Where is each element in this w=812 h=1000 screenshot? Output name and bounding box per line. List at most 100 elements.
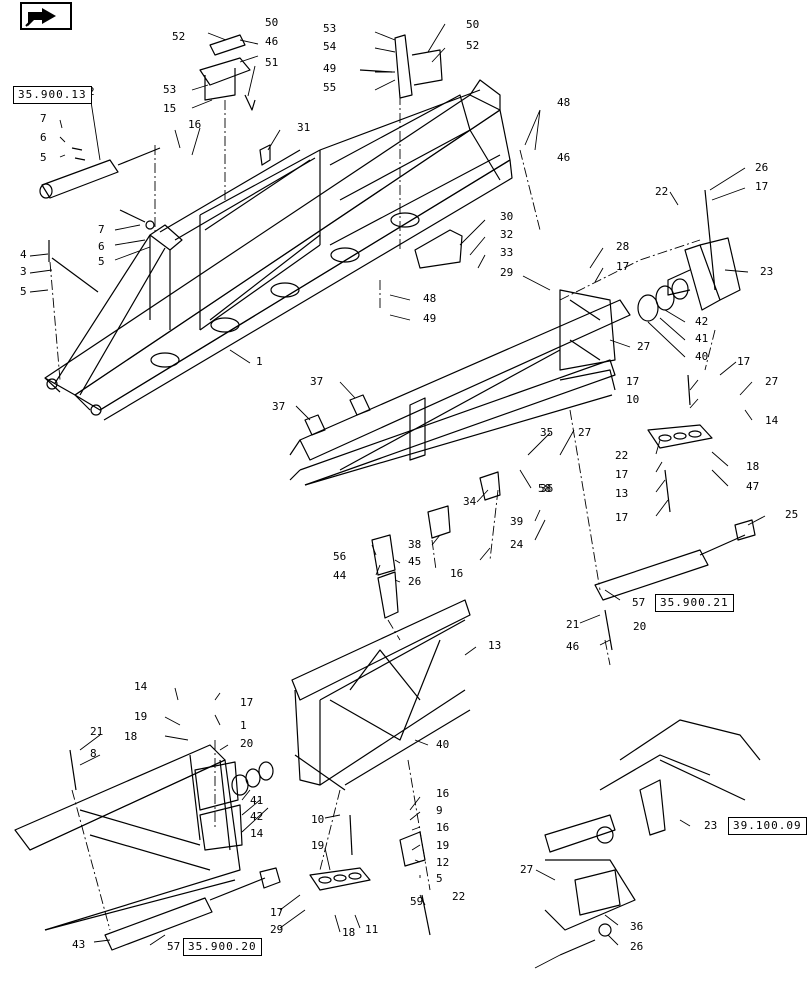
callout-6: 6: [40, 131, 47, 144]
reference-35-900-21[interactable]: 35.900.21: [655, 594, 734, 612]
callout-1: 1: [240, 719, 247, 732]
callout-17: 17: [270, 906, 283, 919]
callout-45: 45: [408, 555, 421, 568]
callout-18: 18: [746, 460, 759, 473]
lower-boom-section-8: [291, 599, 471, 791]
callout-10: 10: [626, 393, 639, 406]
callout-19: 19: [311, 839, 324, 852]
callout-40: 40: [695, 350, 708, 363]
callout-9: 9: [436, 804, 443, 817]
callout-43: 43: [72, 938, 85, 951]
callout-16: 16: [450, 567, 463, 580]
callout-58: 58: [538, 482, 551, 495]
callout-46: 46: [557, 151, 570, 164]
reference-35-900-13[interactable]: 35.900.13: [13, 86, 92, 104]
callout-27: 27: [520, 863, 533, 876]
callout-54: 54: [323, 40, 337, 53]
callout-26: 26: [408, 575, 421, 588]
callout-35: 35: [540, 426, 553, 439]
callout-5: 5: [98, 255, 105, 268]
callout-numbers: 5250465315515354495550522167653148467654…: [20, 16, 798, 953]
callout-11: 11: [365, 923, 378, 936]
callout-17: 17: [755, 180, 768, 193]
callout-52: 52: [466, 39, 479, 52]
callout-57: 57: [167, 940, 180, 953]
callout-50: 50: [265, 16, 278, 29]
callout-5: 5: [40, 151, 47, 164]
callout-52: 52: [172, 30, 185, 43]
callout-8: 8: [90, 747, 97, 760]
callout-57: 57: [632, 596, 645, 609]
callout-36: 36: [630, 920, 643, 933]
cylinder-right: [594, 519, 756, 651]
callout-23: 23: [704, 819, 717, 832]
callout-14: 14: [250, 827, 264, 840]
back-button[interactable]: [20, 2, 72, 30]
callout-19: 19: [436, 839, 449, 852]
callout-29: 29: [270, 923, 283, 936]
callout-47: 47: [746, 480, 759, 493]
callout-27: 27: [765, 375, 778, 388]
callout-25: 25: [785, 508, 798, 521]
lower-left-boom: [14, 744, 274, 931]
callout-48: 48: [423, 292, 436, 305]
back-arrow-icon: [25, 8, 56, 27]
callout-6: 6: [98, 240, 105, 253]
callout-37: 37: [310, 375, 323, 388]
callout-24: 24: [510, 538, 524, 551]
callout-23: 23: [760, 265, 773, 278]
callout-42: 42: [250, 810, 263, 823]
tower-23: [667, 189, 741, 311]
callout-14: 14: [765, 414, 779, 427]
callout-26: 26: [755, 161, 768, 174]
callout-37: 37: [272, 400, 285, 413]
cylinder-upper: [39, 147, 161, 199]
callout-38: 38: [408, 538, 421, 551]
callout-20: 20: [240, 737, 253, 750]
callout-49: 49: [423, 312, 436, 325]
reference-35-900-20[interactable]: 35.900.20: [183, 938, 262, 956]
callout-15: 15: [163, 102, 176, 115]
callout-34: 34: [463, 495, 477, 508]
callout-46: 46: [265, 35, 278, 48]
reference-39-100-09[interactable]: 39.100.09: [728, 817, 807, 835]
callout-28: 28: [616, 240, 629, 253]
callout-41: 41: [250, 794, 263, 807]
leader-lines: [29, 23, 766, 969]
callout-17: 17: [240, 696, 253, 709]
callout-55: 55: [323, 81, 336, 94]
callout-48: 48: [557, 96, 570, 109]
callout-7: 7: [98, 223, 105, 236]
callout-27: 27: [578, 426, 591, 439]
callout-22: 22: [615, 449, 628, 462]
callout-18: 18: [124, 730, 137, 743]
callout-27: 27: [637, 340, 650, 353]
callout-26: 26: [630, 940, 643, 953]
callout-14: 14: [134, 680, 148, 693]
callout-18: 18: [342, 926, 355, 939]
callout-17: 17: [626, 375, 639, 388]
callout-17: 17: [737, 355, 750, 368]
callout-50: 50: [466, 18, 479, 31]
inset-assembly: [544, 719, 761, 956]
callout-16: 16: [188, 118, 201, 131]
callout-12: 12: [436, 856, 449, 869]
link-10-lower: [309, 814, 431, 936]
callout-44: 44: [333, 569, 347, 582]
callout-56: 56: [333, 550, 346, 563]
callout-41: 41: [695, 332, 708, 345]
callout-36: 36: [540, 482, 553, 495]
callout-5: 5: [436, 872, 443, 885]
callout-49: 49: [323, 62, 336, 75]
callout-22: 22: [655, 185, 668, 198]
callout-1: 1: [256, 355, 263, 368]
callout-17: 17: [615, 468, 628, 481]
callout-16: 16: [436, 821, 449, 834]
top-bracket-right: [359, 34, 443, 99]
callout-42: 42: [695, 315, 708, 328]
callout-13: 13: [488, 639, 501, 652]
callout-21: 21: [566, 618, 579, 631]
washers-40-42: [637, 278, 689, 322]
callout-21: 21: [90, 725, 103, 738]
